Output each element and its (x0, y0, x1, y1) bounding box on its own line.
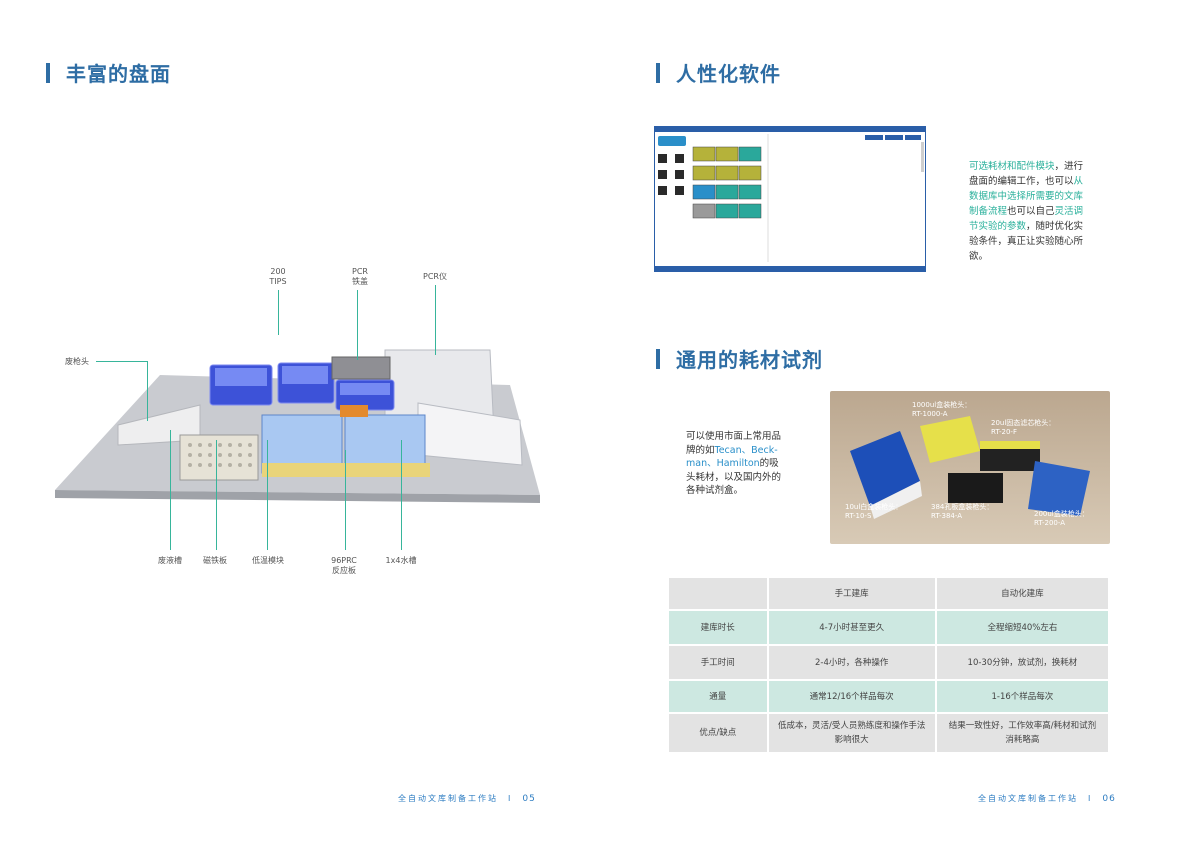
leader-line (96, 361, 148, 362)
workstation-deck-image (55, 349, 540, 503)
callout-tip-discard: 废枪头 (65, 357, 89, 366)
photo-label: 1000ul盒装枪头： RT-1000-A (912, 401, 972, 418)
callout-pcr-instrument: PCR仪 (423, 272, 447, 281)
table-cell: 全程缩短40%左右 (936, 611, 1108, 644)
body-text: 可以使用市面上常用品牌的如 (686, 431, 782, 456)
footer-text: 全自动文库制备工作站 (978, 794, 1078, 803)
brand-names: Tecan、Beck-man、Hamilton (686, 444, 778, 470)
left-section-title: 丰富的盘面 (46, 58, 171, 87)
table-header-cell (669, 578, 767, 609)
leader-line (278, 290, 279, 335)
table-cell: 通常12/16个样品每次 (768, 681, 935, 712)
software-ui-image (658, 134, 924, 262)
photo-label: 200ul盒装枪头： RT-200-A (1034, 510, 1089, 527)
leader-line (267, 440, 268, 550)
leader-line (345, 450, 346, 550)
table-cell: 10-30分钟，放试剂，换耗材 (936, 646, 1108, 679)
tip-boxes-image (830, 391, 1110, 544)
table-cell: 2-4小时，各种操作 (768, 646, 935, 679)
table-header-cell: 手工建库 (768, 578, 935, 609)
table-cell: 优点/缺点 (669, 714, 767, 752)
leader-line (147, 361, 148, 421)
software-screenshot (654, 126, 926, 272)
highlight-text: 灵活调节实验的参数 (969, 206, 1084, 232)
section-title-text: 丰富的盘面 (66, 62, 171, 86)
table-row: 通量 通常12/16个样品每次 1-16个样品每次 (669, 681, 1108, 712)
highlight-text: 从数据库中选择所需要的文库制备流程 (969, 176, 1084, 217)
body-text: 的吸头耗材，以及国内外的各种试剂盒。 (686, 458, 782, 496)
title-bar (656, 62, 660, 83)
comparison-table: 手工建库 自动化建库 建库时长 4-7小时甚至更久 全程缩短40%左右 手工时间… (667, 576, 1110, 754)
footer-text: 全自动文库制备工作站 (398, 794, 498, 803)
table-row: 优点/缺点 低成本，灵活/受人员熟练度和操作手法影响很大 结果一致性好，工作效率… (669, 714, 1108, 752)
reagent-description: 可以使用市面上常用品牌的如Tecan、Beck-man、Hamilton的吸头耗… (686, 430, 788, 498)
footer-separator: I (508, 794, 513, 803)
callout-tips: 200 TIPS (269, 267, 287, 286)
callout-waste-tank: 废液槽 (158, 556, 182, 565)
callout-magnet: 磁铁板 (203, 556, 227, 565)
photo-label: 384孔板盒装枪头： RT-384-A (931, 503, 994, 520)
table-cell: 低成本，灵活/受人员熟练度和操作手法影响很大 (768, 714, 935, 752)
deck-illustration (40, 255, 560, 585)
consumables-photo (830, 391, 1110, 544)
callout-temp-module: 低温模块 (252, 556, 284, 565)
leader-line (357, 290, 358, 360)
photo-label: 10ul白盒装枪头： RT-10-S (845, 503, 903, 520)
table-header-cell: 自动化建库 (936, 578, 1108, 609)
callout-96-plate: 96PRC 反应板 (331, 556, 357, 575)
table-row: 手工时间 2-4小时，各种操作 10-30分钟，放试剂，换耗材 (669, 646, 1108, 679)
table-cell: 结果一致性好，工作效率高/耗材和试剂消耗略高 (936, 714, 1108, 752)
callout-water-tank: 1x4水槽 (385, 556, 417, 565)
reagent-section-title: 通用的耗材试剂 (656, 344, 823, 373)
title-bar (656, 348, 660, 369)
window-statusbar (655, 266, 925, 271)
window-titlebar (655, 127, 925, 132)
body-text: 也可以自己 (1007, 206, 1055, 217)
leader-line (401, 440, 402, 550)
table-cell: 手工时间 (669, 646, 767, 679)
leader-line (170, 430, 171, 550)
callout-pcr-iron: PCR 铁盖 (352, 267, 368, 286)
footer-separator: I (1088, 794, 1093, 803)
table-row: 建库时长 4-7小时甚至更久 全程缩短40%左右 (669, 611, 1108, 644)
page-number: 06 (1102, 794, 1116, 804)
right-footer: 全自动文库制备工作站 I 06 (978, 793, 1116, 804)
leader-line (435, 285, 436, 355)
left-footer: 全自动文库制备工作站 I 05 (398, 793, 536, 804)
highlight-text: 可选耗材和配件模块 (969, 161, 1055, 172)
table-header-row: 手工建库 自动化建库 (669, 578, 1108, 609)
leader-line (216, 440, 217, 550)
table-cell: 1-16个样品每次 (936, 681, 1108, 712)
photo-label: 20ul固态滤芯枪头： RT-20-F (991, 419, 1056, 436)
table-cell: 4-7小时甚至更久 (768, 611, 935, 644)
page-number: 05 (522, 794, 536, 804)
section-title-text: 通用的耗材试剂 (676, 348, 823, 372)
section-title-text: 人性化软件 (676, 62, 781, 86)
body-text: ，随时优化实验条件，真正让实验随心所欲。 (969, 221, 1084, 262)
table-cell: 建库时长 (669, 611, 767, 644)
title-bar (46, 62, 50, 83)
table-cell: 通量 (669, 681, 767, 712)
body-text: ，进行盘面的编辑工作，也可以 (969, 161, 1084, 187)
software-section-title: 人性化软件 (656, 58, 781, 87)
software-description: 可选耗材和配件模块，进行盘面的编辑工作，也可以从数据库中选择所需要的文库制备流程… (969, 159, 1087, 264)
